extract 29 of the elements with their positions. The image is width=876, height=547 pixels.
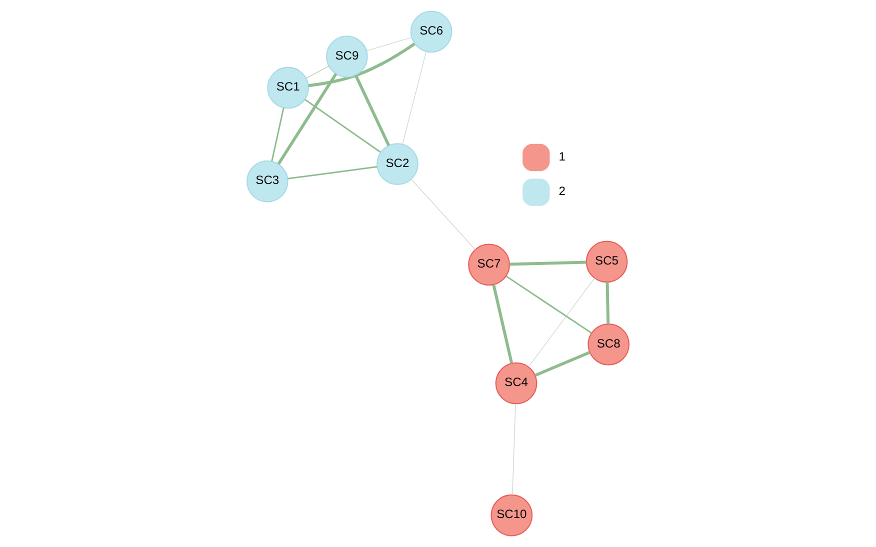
node-circle: SC9 — [326, 36, 368, 78]
legend-label: 2 — [558, 184, 566, 198]
connector — [492, 284, 514, 364]
connector — [402, 51, 427, 144]
connector — [354, 74, 390, 146]
connector — [510, 260, 586, 266]
connector — [306, 66, 330, 78]
connector — [411, 178, 476, 250]
connector — [506, 276, 592, 334]
connector — [512, 404, 516, 496]
node-circle: SC4 — [495, 362, 538, 404]
node-circle: SC8 — [588, 323, 630, 366]
connector — [304, 98, 381, 153]
connector — [606, 282, 610, 324]
node-circle: SC6 — [410, 10, 452, 53]
connector — [308, 42, 416, 88]
connector — [288, 166, 378, 180]
connector — [534, 350, 590, 377]
connector — [271, 108, 284, 162]
legend-label: 1 — [558, 149, 566, 164]
node-circle: SC1 — [267, 66, 309, 109]
node-circle: SC7 — [468, 244, 510, 286]
connector — [366, 37, 412, 52]
node-circle: SC10 — [490, 494, 533, 536]
connector — [277, 73, 338, 165]
connector — [528, 278, 595, 368]
node-circle: SC2 — [376, 143, 418, 185]
node-circle: SC5 — [586, 240, 628, 283]
node-circle: SC3 — [246, 160, 288, 202]
